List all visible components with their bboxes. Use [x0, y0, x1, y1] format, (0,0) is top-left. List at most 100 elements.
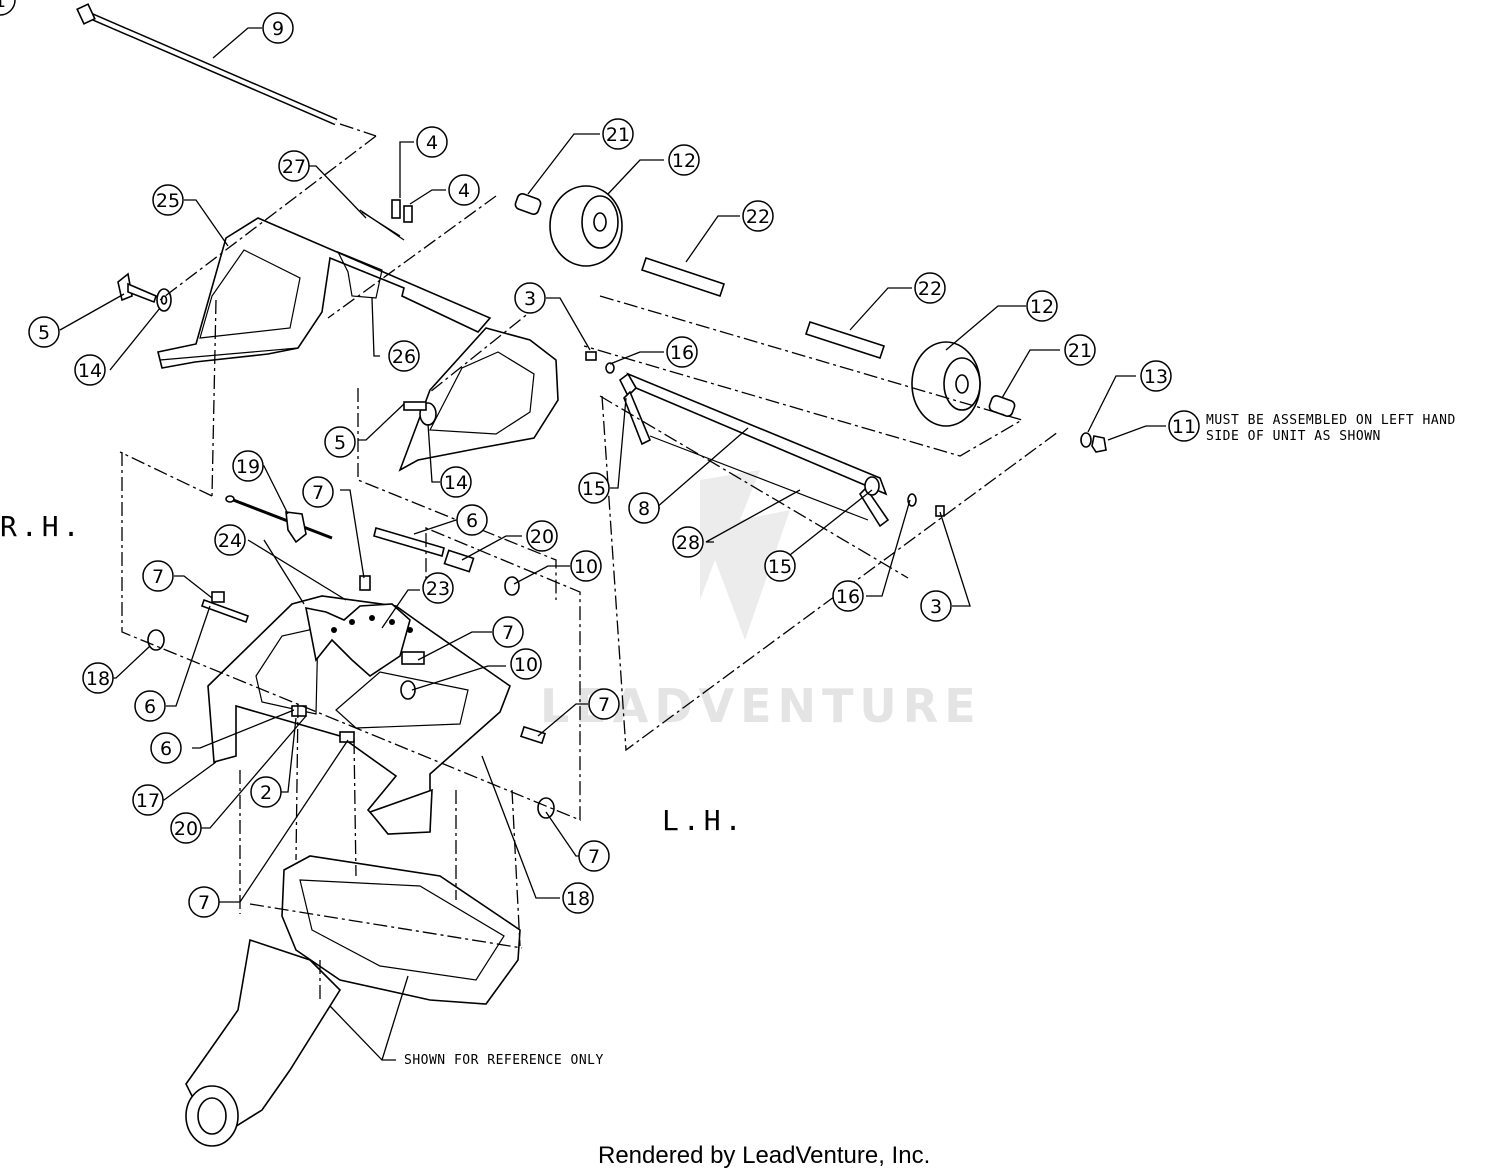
side-label-right-hand: R.H. — [0, 510, 83, 543]
callout-circle — [742, 200, 774, 232]
callout-circle — [422, 572, 454, 604]
callout-36: 10 — [510, 648, 542, 680]
callout-number: 16 — [670, 342, 694, 364]
callout-29: 20 — [526, 520, 558, 552]
callout-number: 17 — [136, 790, 160, 812]
callout-21: 8 — [628, 492, 660, 524]
callout-20: 15 — [578, 472, 610, 504]
callout-number: 25 — [156, 190, 180, 212]
callout-31: 24 — [214, 524, 246, 556]
callout-28: 6 — [456, 504, 488, 536]
callout-number: 14 — [444, 472, 468, 494]
hardware-upper — [147, 526, 520, 651]
callout-7: 26 — [388, 340, 420, 372]
callout-circle — [188, 886, 220, 918]
callout-circle — [152, 184, 184, 216]
callout-circle — [142, 560, 174, 592]
callout-circle — [920, 590, 952, 622]
callout-6: 14 — [74, 354, 106, 386]
callout-circle — [250, 776, 282, 808]
callout-circle — [510, 648, 542, 680]
callout-circle — [672, 526, 704, 558]
callout-circle — [1064, 334, 1096, 366]
callout-39: 6 — [150, 732, 182, 764]
callout-number: 15 — [768, 556, 792, 578]
callout-circle — [82, 662, 114, 694]
callout-number: 6 — [466, 510, 478, 532]
callout-circle — [448, 174, 480, 206]
callout-circle — [150, 732, 182, 764]
callout-34: 23 — [422, 572, 454, 604]
callout-circle — [388, 340, 420, 372]
callout-15: 21 — [1064, 334, 1096, 366]
bolts-part-4 — [391, 199, 413, 223]
assembly-note-line1: MUST BE ASSEMBLED ON LEFT HAND — [1206, 413, 1456, 428]
callout-number: 7 — [312, 482, 324, 504]
callout-number: 6 — [144, 696, 156, 718]
callout-number: 3 — [930, 596, 942, 618]
callout-circle — [440, 466, 472, 498]
transmission-reference — [185, 855, 521, 1147]
callout-8: 21 — [602, 118, 634, 150]
callout-number: 5 — [334, 432, 346, 454]
callout-33: 6 — [134, 690, 166, 722]
bracket-plate-left — [398, 327, 559, 472]
callout-number: 27 — [282, 156, 306, 178]
callout-number: 4 — [426, 132, 438, 154]
callout-24: 16 — [832, 580, 864, 612]
callout-number: 19 — [236, 456, 260, 478]
callout-number: 20 — [530, 526, 554, 548]
assembly-note-line2: SIDE OF UNIT AS SHOWN — [1206, 429, 1381, 444]
callout-number: 12 — [1030, 296, 1054, 318]
callout-number: 28 — [676, 532, 700, 554]
callout-circle — [170, 812, 202, 844]
callout-12: 16 — [666, 336, 698, 368]
callout-25: 3 — [920, 590, 952, 622]
callout-number: 3 — [524, 288, 536, 310]
callout-circle — [1026, 290, 1058, 322]
callout-circle — [578, 472, 610, 504]
callout-circle — [628, 492, 660, 524]
callout-42: 20 — [170, 812, 202, 844]
callout-circle — [132, 784, 164, 816]
reference-note: SHOWN FOR REFERENCE ONLY — [404, 1053, 604, 1068]
callout-circle — [764, 550, 796, 582]
callout-circle — [666, 336, 698, 368]
callout-circle — [514, 282, 546, 314]
callout-circle — [492, 616, 524, 648]
callout-number: 7 — [598, 694, 610, 716]
adjust-rod-part-19 — [225, 495, 333, 544]
callout-2: 4 — [416, 126, 448, 158]
callout-number: 22 — [746, 206, 770, 228]
callout-number: 7 — [502, 622, 514, 644]
callout-18: 5 — [324, 426, 356, 458]
callout-32: 7 — [142, 560, 174, 592]
callout-19: 14 — [440, 466, 472, 498]
callout-46: 1 — [0, 0, 16, 16]
callout-number: 4 — [458, 180, 470, 202]
callout-23: 15 — [764, 550, 796, 582]
callout-circle — [302, 476, 334, 508]
callout-22: 28 — [672, 526, 704, 558]
callout-number: 9 — [272, 18, 284, 40]
side-label-left-hand: L.H. — [662, 804, 745, 837]
callout-circle — [602, 118, 634, 150]
callout-27: 7 — [302, 476, 334, 508]
callout-number: 2 — [260, 782, 272, 804]
callout-5: 5 — [28, 316, 60, 348]
bracket-part-25 — [157, 209, 492, 369]
callout-38: 7 — [588, 688, 620, 720]
callout-14: 12 — [1026, 290, 1058, 322]
callout-circle — [578, 840, 610, 872]
callout-circle — [134, 690, 166, 722]
callout-leaders — [59, 27, 1166, 1061]
callout-circle — [832, 580, 864, 612]
bolts-part-3 — [585, 351, 945, 517]
callout-number: 10 — [514, 654, 538, 676]
callout-41: 2 — [250, 776, 282, 808]
callout-circle — [232, 450, 264, 482]
callout-26: 19 — [232, 450, 264, 482]
callout-44: 7 — [578, 840, 610, 872]
callout-circle — [562, 882, 594, 914]
